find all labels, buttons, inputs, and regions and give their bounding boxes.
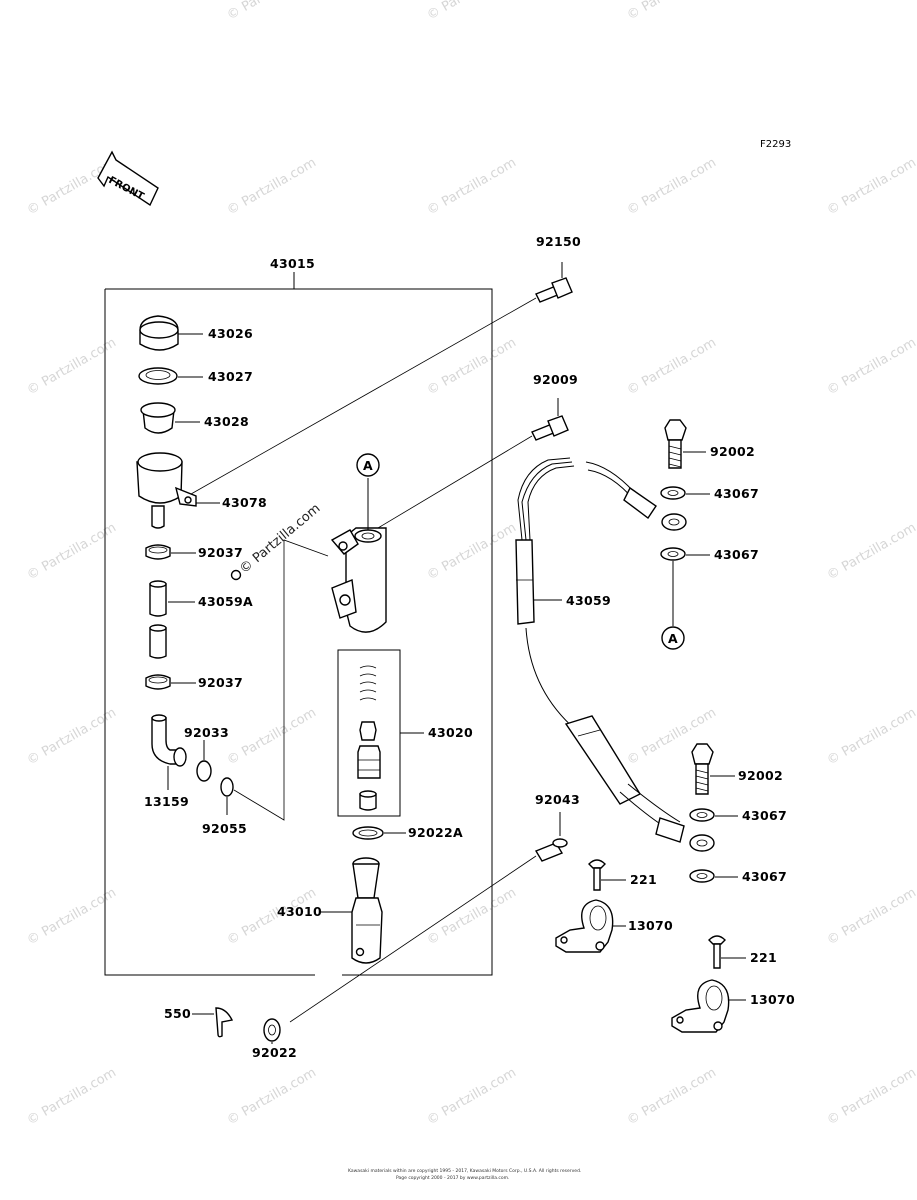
- watermark: © Partzilla.com: [225, 1065, 319, 1128]
- label-92037-top: 92037: [198, 545, 243, 560]
- label-43067-3: 43067: [742, 808, 787, 823]
- banjo-bolt-92002-bottom: 92002: [691, 743, 783, 795]
- label-13070-1: 13070: [628, 918, 673, 933]
- washer-43067-3: 43067: [689, 808, 787, 823]
- label-92022: 92022: [252, 1045, 297, 1060]
- screw-221-1: 221: [588, 859, 657, 891]
- label-92033: 92033: [184, 725, 229, 740]
- bolt-92009: 92009: [377, 372, 578, 529]
- watermark-layer: © Partzilla.com © Partzilla.com © Partzi…: [25, 0, 917, 1128]
- label-92037-bottom: 92037: [198, 675, 243, 690]
- label-92009: 92009: [533, 372, 578, 387]
- label-92150: 92150: [536, 234, 581, 249]
- cap-43026: 43026: [139, 315, 253, 351]
- label-13070-2: 13070: [750, 992, 795, 1007]
- label-92002-bottom: 92002: [738, 768, 783, 783]
- reservoir-43078: 43078: [136, 452, 267, 529]
- clamp-92037-top: 92037: [145, 544, 243, 560]
- label-43078: 43078: [222, 495, 267, 510]
- plate-43027: 43027: [138, 367, 253, 385]
- label-43010: 43010: [277, 904, 322, 919]
- guide-13070-2: 13070: [671, 979, 795, 1033]
- watermark: © Partzilla.com: [825, 520, 917, 583]
- watermark: © Partzilla.com: [425, 155, 519, 218]
- circlip-92022a: 92022A: [352, 825, 463, 840]
- label-92043: 92043: [535, 792, 580, 807]
- pushrod-43010: 43010: [277, 857, 383, 964]
- washer-43067-4: 43067: [689, 869, 787, 884]
- guide-13070-1: 13070: [555, 899, 673, 953]
- washer-43067-1: 43067: [660, 486, 759, 501]
- bolt-92150: 92150: [183, 234, 581, 499]
- watermark: © Partzilla.com: [225, 705, 319, 768]
- watermark: © Partzilla.com: [425, 885, 519, 948]
- label-92055: 92055: [202, 821, 247, 836]
- watermark: © Partzilla.com: [425, 0, 519, 23]
- label-43020: 43020: [428, 725, 473, 740]
- assembly-box-43015: 43015: [104, 256, 493, 976]
- footer-page-copyright: Page copyright 2000 - 2017 by www.partzi…: [396, 1175, 509, 1181]
- banjo-bolt-92002-top: 92002: [664, 419, 755, 469]
- partzilla-stamp: © Partzilla.com: [230, 501, 323, 581]
- elbow-13159: 13159: [144, 714, 189, 809]
- clamp-92037-bottom: 92037: [145, 674, 243, 690]
- label-221-2: 221: [750, 950, 777, 965]
- watermark: © Partzilla.com: [425, 1065, 519, 1128]
- watermark: © Partzilla.com: [825, 885, 917, 948]
- label-221-1: 221: [630, 872, 657, 887]
- callout-a-right: A: [668, 631, 678, 646]
- watermark: © Partzilla.com: [825, 335, 917, 398]
- label-43067-4: 43067: [742, 869, 787, 884]
- pin-92043: 92043: [289, 792, 580, 1023]
- label-550: 550: [164, 1006, 191, 1021]
- watermark: © Partzilla.com: [25, 1065, 119, 1128]
- label-43028: 43028: [204, 414, 249, 429]
- label-92022a: 92022A: [408, 825, 463, 840]
- watermark: © Partzilla.com: [425, 335, 519, 398]
- diaphragm-43028: 43028: [140, 402, 249, 434]
- watermark: © Partzilla.com: [625, 155, 719, 218]
- label-92002-top: 92002: [710, 444, 755, 459]
- label-43026: 43026: [208, 326, 253, 341]
- cotter-pin-550: 550: [164, 1006, 234, 1038]
- oring-92055: 92055: [202, 539, 329, 836]
- watermark: © Partzilla.com: [625, 335, 719, 398]
- partzilla-stamp-text: © Partzilla.com: [237, 501, 323, 577]
- label-43027: 43027: [208, 369, 253, 384]
- watermark: © Partzilla.com: [225, 0, 319, 23]
- label-13159: 13159: [144, 794, 189, 809]
- watermark: © Partzilla.com: [625, 0, 719, 23]
- label-43059a: 43059A: [198, 594, 253, 609]
- circlip-92033: 92033: [184, 725, 229, 782]
- watermark: © Partzilla.com: [625, 1065, 719, 1128]
- watermark: © Partzilla.com: [225, 155, 319, 218]
- label-43015: 43015: [270, 256, 315, 271]
- master-cylinder-body: A: [330, 453, 387, 633]
- hose-43059a: 43059A: [149, 580, 253, 659]
- figure-code: F2293: [760, 139, 791, 150]
- washer-43067-2: 43067 A: [660, 547, 759, 650]
- screw-221-2: 221: [708, 935, 777, 969]
- watermark: © Partzilla.com: [825, 155, 917, 218]
- footer-copyright: Kawasaki materials within are copyright …: [348, 1168, 581, 1174]
- callout-a-top: A: [363, 458, 373, 473]
- watermark: © Partzilla.com: [825, 1065, 917, 1128]
- watermark: © Partzilla.com: [825, 705, 917, 768]
- watermark: © Partzilla.com: [425, 520, 519, 583]
- label-43067-1: 43067: [714, 486, 759, 501]
- front-arrow-icon: FRONT: [97, 150, 159, 207]
- label-43067-2: 43067: [714, 547, 759, 562]
- label-43059: 43059: [566, 593, 611, 608]
- piston-kit-43020: 43020: [337, 649, 473, 817]
- washer-92022: 92022: [252, 1018, 297, 1060]
- brake-hose-43059: 43059: [515, 457, 715, 852]
